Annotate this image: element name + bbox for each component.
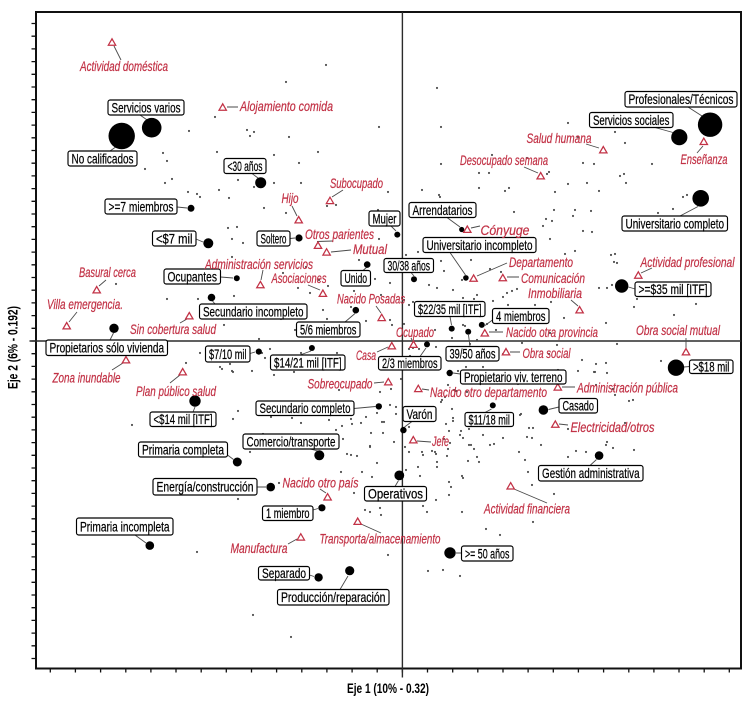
svg-text:Jefe: Jefe	[431, 434, 449, 449]
svg-text:Actividad doméstica: Actividad doméstica	[79, 59, 168, 74]
svg-text:<$14 mil [ITF]: <$14 mil [ITF]	[154, 412, 213, 427]
svg-text:No calificados: No calificados	[72, 151, 134, 166]
svg-text:Plan público salud: Plan público salud	[136, 384, 216, 399]
svg-text:4 miembros: 4 miembros	[496, 309, 546, 324]
svg-text:$7/10 mil: $7/10 mil	[209, 347, 247, 362]
svg-text:Transporta/almacenamiento: Transporta/almacenamiento	[320, 532, 441, 547]
svg-text:Alojamiento comida: Alojamiento comida	[239, 99, 333, 114]
svg-text:39/50 años: 39/50 años	[450, 347, 496, 362]
svg-text:Primaria incompleta: Primaria incompleta	[80, 519, 170, 534]
svg-text:Comercio/transporte: Comercio/transporte	[247, 434, 336, 449]
svg-text:Mutual: Mutual	[353, 242, 388, 257]
svg-text:Soltero: Soltero	[261, 231, 287, 246]
svg-text:Separado: Separado	[262, 566, 306, 581]
svg-text:5/6 miembros: 5/6 miembros	[300, 322, 357, 337]
svg-text:Ocupado: Ocupado	[396, 325, 434, 340]
svg-text:Unido: Unido	[345, 271, 368, 286]
svg-text:Administración pública: Administración pública	[576, 381, 678, 396]
svg-text:Hijo: Hijo	[282, 191, 299, 206]
svg-text:Desocupado semana: Desocupado semana	[460, 153, 548, 168]
svg-text:Sobreocupado: Sobreocupado	[308, 377, 373, 392]
svg-text:Departamento: Departamento	[509, 255, 573, 270]
svg-text:$14/21 mil [ITF]: $14/21 mil [ITF]	[274, 355, 342, 370]
svg-text:Inmobiliaria: Inmobiliaria	[528, 286, 582, 301]
svg-text:Zona inundable: Zona inundable	[52, 371, 121, 386]
svg-text:Manufactura: Manufactura	[231, 541, 288, 556]
svg-text:Propietarios sólo vivienda: Propietarios sólo vivienda	[50, 341, 165, 356]
svg-text:Energía/construcción: Energía/construcción	[157, 480, 254, 495]
svg-text:Operativos: Operativos	[368, 487, 423, 502]
svg-text:Secundario completo: Secundario completo	[260, 401, 351, 416]
svg-text:Arrendatarios: Arrendatarios	[413, 203, 473, 218]
svg-text:Otros parientes: Otros parientes	[305, 227, 374, 242]
svg-text:Secundario incompleto: Secundario incompleto	[203, 304, 304, 319]
svg-text:Sin cobertura salud: Sin cobertura salud	[130, 322, 216, 337]
svg-text:Eje 1 (10% - 0.32): Eje 1 (10% - 0.32)	[347, 681, 429, 697]
svg-text:>=$35 mil [ITF]: >=$35 mil [ITF]	[639, 282, 708, 297]
svg-text:>= 50 años: >= 50 años	[465, 546, 510, 561]
svg-text:Actividad profesional: Actividad profesional	[640, 255, 736, 270]
svg-text:Administración servicios: Administración servicios	[204, 257, 313, 272]
svg-text:Actividad financiera: Actividad financiera	[483, 502, 570, 517]
svg-text:Nacido otro departamento: Nacido otro departamento	[430, 385, 547, 400]
svg-text:Salud humana: Salud humana	[527, 131, 592, 146]
svg-text:Eje 2 (6% - 0.192): Eje 2 (6% - 0.192)	[6, 306, 22, 389]
svg-text:Mujer: Mujer	[373, 211, 397, 226]
svg-text:Ocupantes: Ocupantes	[167, 269, 217, 284]
svg-text:Servicios sociales: Servicios sociales	[593, 113, 670, 128]
svg-text:Comunicación: Comunicación	[521, 271, 585, 286]
svg-text:<$7 mil: <$7 mil	[156, 231, 193, 246]
svg-text:$22/35 mil [ITF]: $22/35 mil [ITF]	[418, 302, 482, 317]
svg-text:Enseñanza: Enseñanza	[681, 152, 728, 167]
svg-text:Electricidad/otros: Electricidad/otros	[571, 420, 655, 435]
svg-text:>=7 miembros: >=7 miembros	[109, 199, 174, 214]
svg-text:Universitario incompleto: Universitario incompleto	[427, 238, 533, 253]
svg-text:Servicios varios: Servicios varios	[112, 100, 181, 115]
svg-text:Nacido otro país: Nacido otro país	[283, 476, 359, 491]
svg-text:Producción/reparación: Producción/reparación	[281, 590, 386, 605]
svg-text:Casa: Casa	[356, 348, 376, 363]
svg-text:Propietario viv. terreno: Propietario viv. terreno	[464, 370, 563, 385]
svg-text:$11/18 mil: $11/18 mil	[468, 412, 510, 427]
svg-text:Subocupado: Subocupado	[330, 176, 383, 191]
svg-text:Cónyuge: Cónyuge	[481, 223, 530, 238]
svg-text:Nacido Posadas: Nacido Posadas	[337, 292, 405, 307]
svg-text:Nacido otra provincia: Nacido otra provincia	[506, 325, 598, 340]
svg-text:Basural cerca: Basural cerca	[79, 265, 136, 280]
svg-text:1 miembro: 1 miembro	[266, 506, 310, 521]
svg-text:Asociaciones: Asociaciones	[271, 271, 327, 286]
svg-text:Villa emergencia.: Villa emergencia.	[47, 297, 123, 312]
svg-text:Universitario completo: Universitario completo	[626, 216, 725, 231]
svg-text:Casado: Casado	[562, 399, 594, 414]
svg-text:Primaria completa: Primaria completa	[142, 442, 224, 457]
svg-text:30/38 años: 30/38 años	[388, 258, 431, 273]
svg-text:>$18 mil: >$18 mil	[693, 360, 730, 375]
svg-text:Profesionales/Técnicos: Profesionales/Técnicos	[629, 92, 734, 107]
svg-text:Gestión administrativa: Gestión administrativa	[542, 466, 640, 481]
svg-text:2/3 miembros: 2/3 miembros	[382, 356, 438, 371]
svg-text:<30 años: <30 años	[228, 159, 263, 174]
svg-text:Obra social mutual: Obra social mutual	[636, 323, 721, 338]
svg-text:Varón: Varón	[407, 407, 433, 422]
svg-text:Obra social: Obra social	[523, 346, 572, 361]
